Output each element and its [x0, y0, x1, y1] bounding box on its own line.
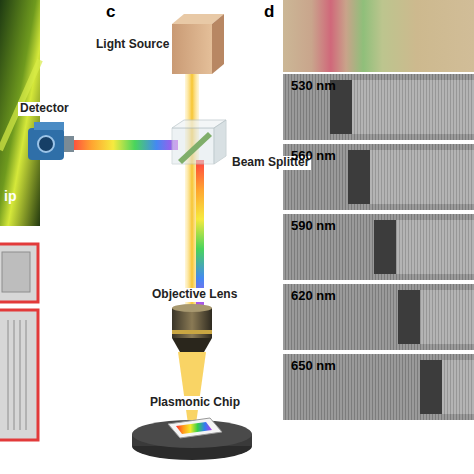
grey-image-panel [283, 284, 474, 354]
part-label: 590 nm [291, 219, 336, 234]
part-label: 560 nm [291, 149, 336, 164]
part-label: Plasmonic Chip [148, 396, 242, 410]
part-label: 620 nm [291, 289, 336, 304]
part-label: 650 nm [291, 359, 336, 374]
grey-image-panel [283, 214, 474, 284]
grey-image-panel [283, 354, 474, 424]
part-label: 530 nm [291, 79, 336, 94]
part-label: Light Source [94, 38, 171, 52]
part-label: ip [4, 188, 16, 204]
part-label: Detector [18, 102, 71, 116]
panel-letter: c [106, 2, 115, 22]
grey-image-panel [283, 74, 474, 144]
panel-letter: d [264, 2, 274, 22]
part-label: Objective Lens [150, 288, 239, 302]
grey-image-panel [283, 144, 474, 214]
